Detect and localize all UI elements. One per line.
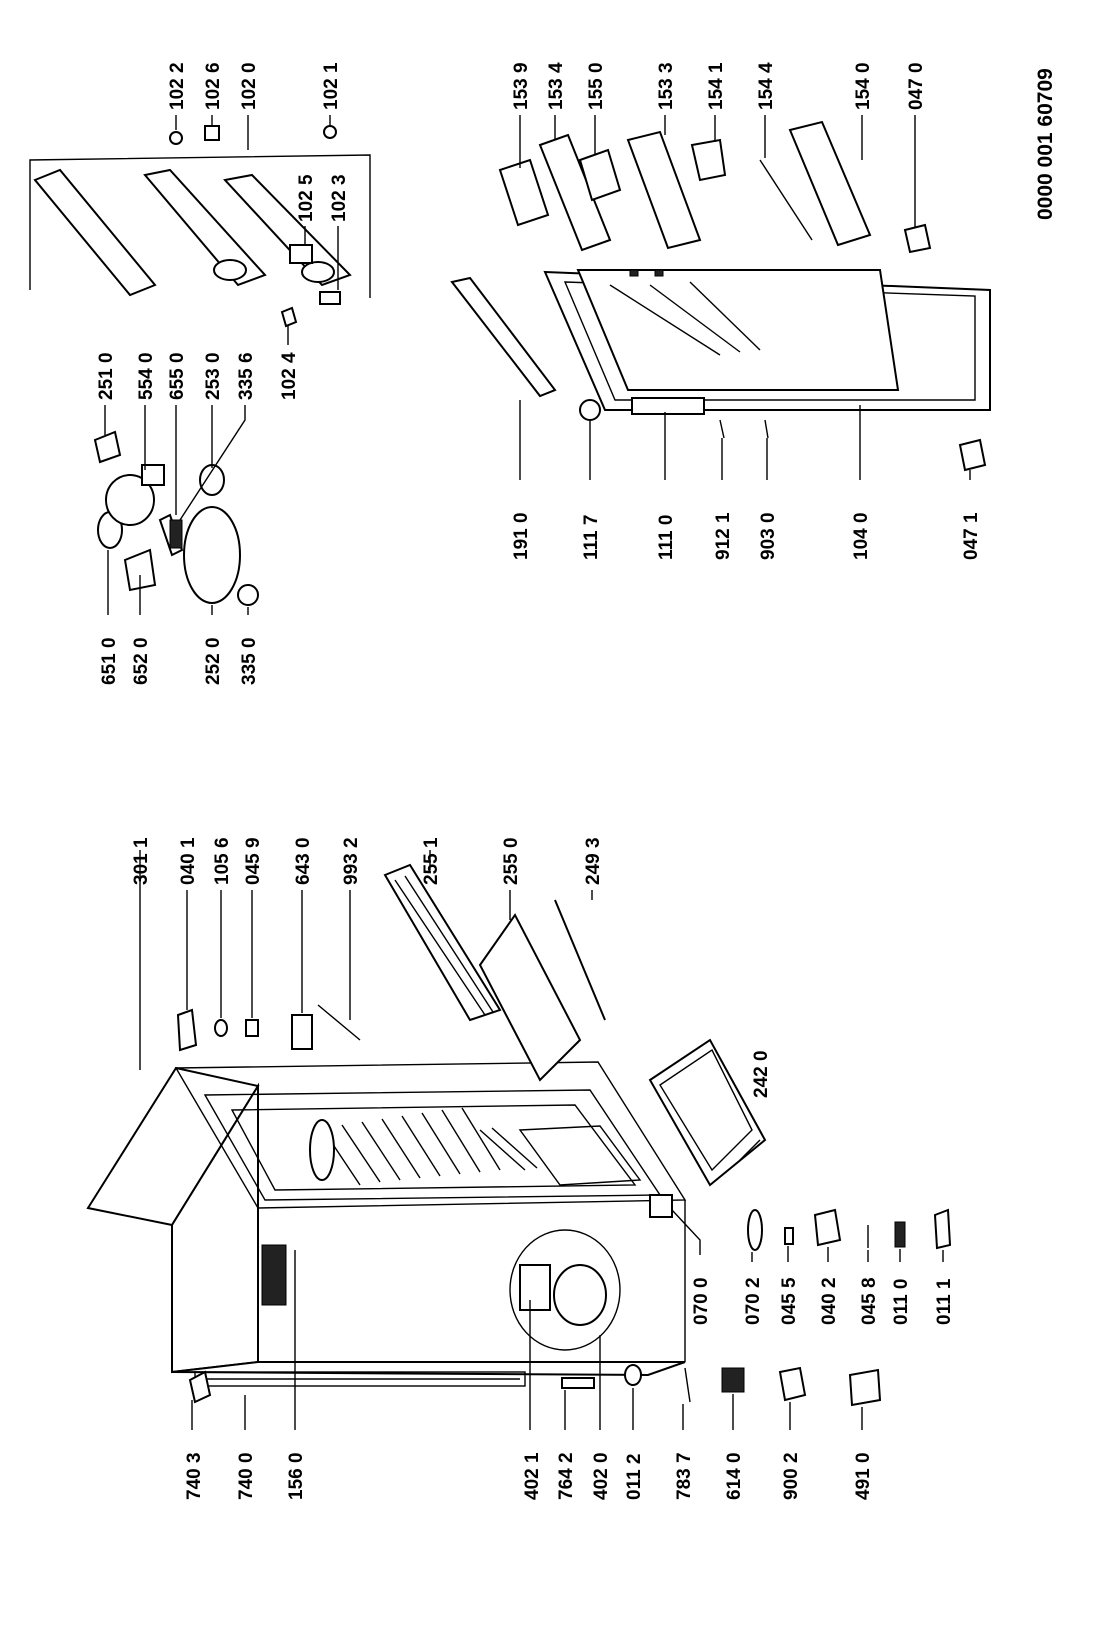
thermostat-lamp-group (93, 430, 259, 606)
callout-011-1: 011 1 (934, 1278, 955, 1325)
callout-070-2: 070 2 (743, 1277, 764, 1325)
callout-335-6: 335 6 (236, 352, 257, 400)
callout-740-0: 740 0 (236, 1452, 257, 1500)
callout-252-0: 252 0 (203, 637, 224, 685)
callout-156-0: 156 0 (286, 1452, 307, 1500)
callout-155-0: 155 0 (586, 62, 607, 110)
callout-900-2: 900 2 (781, 1452, 802, 1500)
callout-011-2: 011 2 (624, 1454, 645, 1501)
left-loose-parts (176, 863, 952, 1407)
callout-153-9: 153 9 (511, 62, 532, 110)
callout-912-1: 912 1 (713, 512, 734, 560)
callout-102-5: 102 5 (296, 174, 317, 222)
callout-153-3: 153 3 (656, 62, 677, 110)
callout-153-4: 153 4 (546, 62, 567, 110)
glass-shelf-grid (394, 875, 494, 1016)
callout-491-0: 491 0 (853, 1452, 874, 1500)
callout-040-1: 040 1 (178, 837, 199, 885)
freezer-compartment (29, 125, 371, 328)
callout-070-0: 070 0 (691, 1277, 712, 1325)
callout-040-2: 040 2 (819, 1277, 840, 1325)
callout-402-1: 402 1 (522, 1452, 543, 1500)
callout-740-3: 740 3 (184, 1452, 205, 1500)
fridge-cabinet (86, 1061, 687, 1387)
callout-111-7: 111 7 (581, 515, 602, 560)
callout-251-0: 251 0 (96, 352, 117, 400)
callout-104-0: 104 0 (851, 512, 872, 560)
callout-102-3: 102 3 (329, 174, 350, 222)
callout-102-4: 102 4 (279, 352, 300, 400)
callout-045-9: 045 9 (243, 837, 264, 885)
callout-255-0: 255 0 (501, 837, 522, 885)
callout-105-6: 105 6 (212, 837, 233, 885)
callout-402-0: 402 0 (591, 1452, 612, 1500)
callout-255-1: 255 1 (421, 837, 442, 885)
callout-047-1: 047 1 (961, 512, 982, 560)
callout-045-5: 045 5 (779, 1277, 800, 1325)
door-assembly (450, 120, 991, 472)
callout-655-0: 655 0 (167, 352, 188, 400)
callout-249-3: 249 3 (583, 837, 604, 885)
callout-154-0: 154 0 (853, 62, 874, 110)
callout-154-1: 154 1 (706, 62, 727, 110)
callout-242-0: 242 0 (751, 1050, 772, 1098)
callout-102-2: 102 2 (167, 62, 188, 110)
callout-labels: 740 3 740 0 156 0 402 1 764 2 402 0 011 … (96, 62, 1057, 1500)
callout-047-0: 047 0 (906, 62, 927, 110)
callout-301-1: 301 1 (131, 837, 152, 885)
callout-011-0: 011 0 (891, 1279, 912, 1326)
callout-102-1: 102 1 (321, 62, 342, 110)
callout-102-6: 102 6 (203, 62, 224, 110)
callout-903-0: 903 0 (758, 512, 779, 560)
callout-111-0: 111 0 (656, 515, 677, 560)
shelf-rails (321, 1107, 538, 1186)
callout-643-0: 643 0 (293, 837, 314, 885)
callout-651-0: 651 0 (99, 637, 120, 685)
callout-554-0: 554 0 (136, 352, 157, 400)
document-number: 0000 001 60709 (1034, 68, 1057, 220)
callout-102-0: 102 0 (239, 62, 260, 110)
callout-614-0: 614 0 (724, 1452, 745, 1500)
callout-335-0: 335 0 (239, 637, 260, 685)
callout-764-2: 764 2 (556, 1452, 577, 1500)
callout-253-0: 253 0 (203, 352, 224, 400)
callout-783-7: 783 7 (674, 1452, 695, 1500)
leader-lines (104, 115, 971, 1430)
callout-652-0: 652 0 (131, 637, 152, 685)
callout-993-2: 993 2 (341, 837, 362, 885)
callout-154-4: 154 4 (756, 62, 777, 110)
callout-191-0: 191 0 (511, 512, 532, 560)
callout-045-8: 045 8 (859, 1277, 880, 1325)
